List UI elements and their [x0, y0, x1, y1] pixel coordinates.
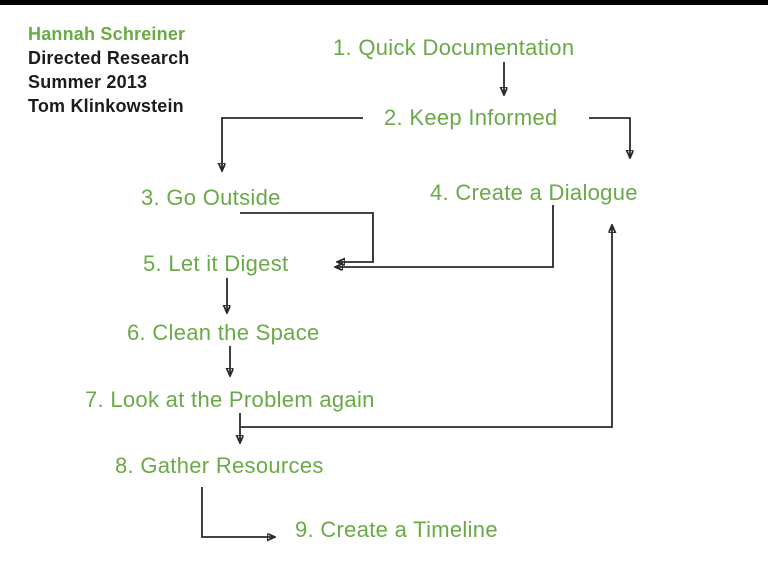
arrow-8-to-9-icon: [201, 487, 274, 537]
slide-header: Hannah Schreiner Directed Research Summe…: [28, 22, 189, 118]
author-name: Hannah Schreiner: [28, 24, 186, 44]
arrow-4-to-5-icon: [336, 205, 554, 267]
step-5-let-it-digest: 5. Let it Digest: [143, 251, 289, 276]
arrow-2-to-4-icon: [589, 117, 630, 157]
step-8-gather-resources: 8. Gather Resources: [115, 453, 324, 478]
step-2-keep-informed: 2. Keep Informed: [384, 105, 558, 130]
step-1-quick-documentation: 1. Quick Documentation: [333, 35, 575, 60]
step-6-clean-the-space: 6. Clean the Space: [127, 320, 320, 345]
step-7-look-at-problem: 7. Look at the Problem again: [85, 387, 375, 412]
step-4-create-a-dialogue: 4. Create a Dialogue: [430, 180, 638, 205]
letterbox-bar: [0, 0, 768, 5]
arrow-2-to-3-icon: [222, 117, 363, 170]
course-title: Directed Research: [28, 48, 190, 68]
term: Summer 2013: [28, 72, 148, 92]
instructor-name: Tom Klinkowstein: [28, 96, 184, 116]
step-3-go-outside: 3. Go Outside: [141, 185, 281, 210]
step-9-create-a-timeline: 9. Create a Timeline: [295, 517, 498, 542]
